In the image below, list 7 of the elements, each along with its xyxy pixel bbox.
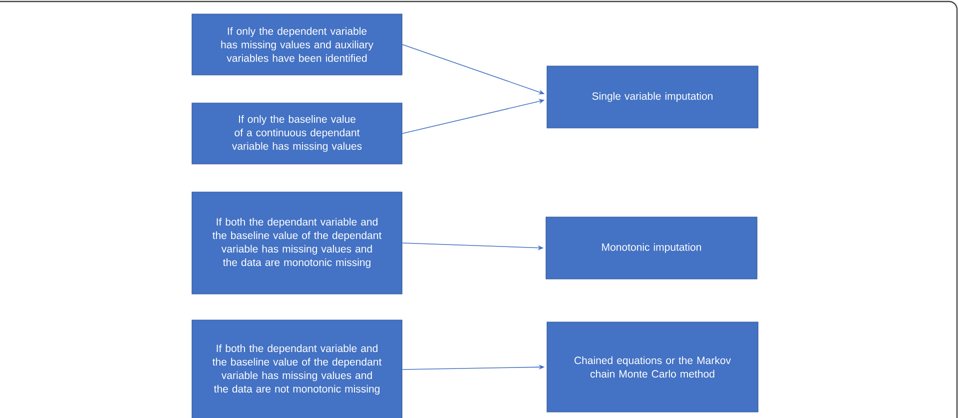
result-box: Chained equations or the Markov chain Monte Carlo method: [546, 322, 758, 412]
result-box: Single variable imputation: [546, 66, 758, 128]
process-box: If only the baseline value of a continuous dependant variable has missing values: [192, 102, 402, 164]
process-box: If only the dependent variable has missing values and auxiliary variables have been identified: [192, 14, 402, 76]
process-box: If both the dependant variable and the baseline value of the dependant variable has missing values and the data are monotonic missing: [192, 192, 402, 294]
process-box: If both the dependant variable and the baseline value of the dependant variable has missing values and the data are not monotonic missing: [192, 320, 402, 418]
result-box: Monotonic imputation: [546, 216, 758, 280]
